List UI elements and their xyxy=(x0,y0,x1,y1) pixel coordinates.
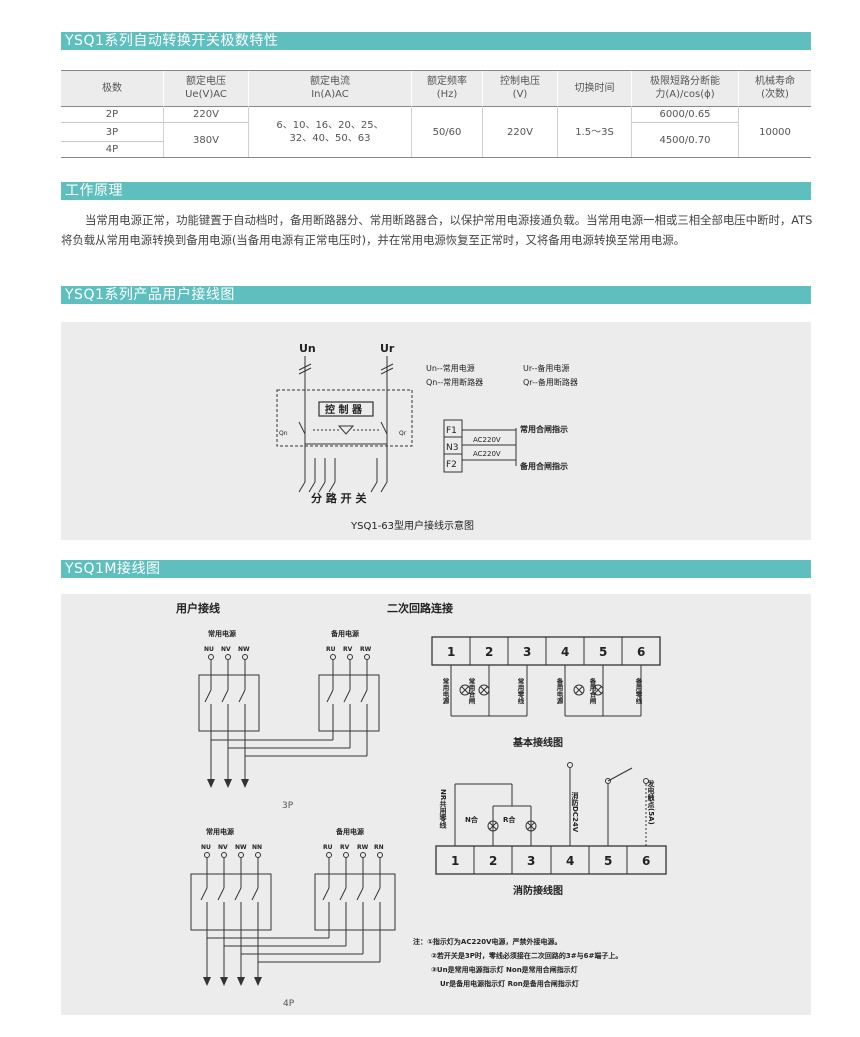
header-control-voltage: 控制电压 (V) xyxy=(483,70,557,106)
basic-term-4: 4 xyxy=(561,645,569,659)
basic-term-3: 3 xyxy=(523,645,531,659)
fire-term-6: 6 xyxy=(642,854,650,868)
p3-term-nu: NU xyxy=(204,646,214,653)
p3-normal-power-label: 常用电源 xyxy=(208,629,236,638)
fire-term-1: 1 xyxy=(451,854,459,868)
p3-term-nv: NV xyxy=(221,646,231,653)
p4-label: 4P xyxy=(283,999,295,1009)
note-2: ②若开关是3P时，零线必须接在二次回路的3#与6#端子上。 xyxy=(431,951,622,960)
ac220v-2: AC220V xyxy=(473,450,501,458)
header-switch-time: 切换时间 xyxy=(558,70,631,106)
qn-label: Qn xyxy=(279,430,288,437)
p4-term-nn: NN xyxy=(252,844,262,851)
basic-term-2: 2 xyxy=(485,645,493,659)
fire-generator-contact: 发电触点(5A) xyxy=(647,779,656,825)
ysq1-wiring-diagram: Un Ur 控 制 器 Qn Qr 分 路 开 关 Un--常用电源 Ur--备… xyxy=(276,342,578,532)
legend-ur: Ur--备用电源 xyxy=(523,363,569,373)
p4-term-nv: NV xyxy=(218,844,228,851)
ac220v-1: AC220V xyxy=(473,436,501,444)
controller-label: 控 制 器 xyxy=(325,403,363,416)
ysq1m-diagram-panel: 用户接线 二次回路连接 常用电源 备用电源 NU NV NW RU RV RW … xyxy=(61,594,811,1015)
principle-section-title: 工作原理 xyxy=(61,182,811,200)
p4-term-ru: RU xyxy=(323,844,333,851)
current-values: 6、10、16、20、25、 32、40、50、63 xyxy=(276,120,384,144)
note-1: 注：①指示灯为AC220V电源，严禁外接电源。 xyxy=(413,937,562,946)
legend-qn: Qn--常用断路器 xyxy=(426,377,483,387)
life-value: 10000 xyxy=(759,126,791,138)
terminal-f1: F1 xyxy=(446,426,457,436)
header-frequency: 额定频率 (Hz) xyxy=(412,70,482,106)
ur-label: Ur xyxy=(380,342,395,355)
p3-term-nw: NW xyxy=(238,646,250,653)
ysq1-caption: YSQ1-63型用户接线示意图 xyxy=(350,519,474,532)
principle-paragraph: 当常用电源正常，功能键置于自动档时，备用断路器分、常用断路器合，以保护常用电源接… xyxy=(61,213,813,247)
header-voltage: 额定电压 Ue(V)AC xyxy=(164,70,248,106)
fire-caption: 消防接线图 xyxy=(513,884,563,897)
p3-backup-power-label: 备用电源 xyxy=(330,629,359,638)
normal-close-indicator: 常用合闸指示 xyxy=(520,424,568,434)
basic-label-normal-power: 常用电源 xyxy=(441,677,450,706)
header-poles: 极数 xyxy=(61,70,163,106)
p4-term-rn: RN xyxy=(374,844,384,851)
spec-section-title: YSQ1系列自动转换开关极数特性 xyxy=(61,32,811,50)
p3-label: 3P xyxy=(282,801,294,811)
basic-label-normal-close: 常用合闸 xyxy=(467,677,476,706)
pole-3p: 3P xyxy=(105,126,119,138)
branch-switch-label: 分 路 开 关 xyxy=(311,491,367,505)
p3-term-rv: RV xyxy=(343,646,353,653)
basic-term-5: 5 xyxy=(599,645,607,659)
frequency-value: 50/60 xyxy=(432,126,462,138)
fire-r-close: R合 xyxy=(503,815,516,824)
basic-label-normal-neutral: 常用零线 xyxy=(516,677,525,706)
legend-un: Un--常用电源 xyxy=(426,363,475,373)
p4-term-rw: RW xyxy=(357,844,369,851)
p4-backup-power-label: 备用电源 xyxy=(335,827,364,836)
basic-term-6: 6 xyxy=(637,645,645,659)
fire-n-close: N合 xyxy=(465,815,479,824)
ysq1m-wiring-section-title: YSQ1M接线图 xyxy=(61,560,811,578)
switch-time-value: 1.5～3S xyxy=(575,126,614,138)
header-breaking: 极限短路分断能 力(A)/cos(ϕ) xyxy=(632,70,738,106)
pole-2p: 2P xyxy=(105,109,119,120)
basic-label-backup-neutral: 备用零线 xyxy=(634,677,643,706)
p3-term-ru: RU xyxy=(326,646,336,653)
basic-term-1: 1 xyxy=(447,645,455,659)
fire-term-3: 3 xyxy=(527,854,535,868)
fire-term-2: 2 xyxy=(489,854,497,868)
p4-term-rv: RV xyxy=(340,844,350,851)
ysq1-wiring-section-title: YSQ1系列产品用户接线图 xyxy=(61,286,811,304)
basic-label-backup-power: 备用电源 xyxy=(555,677,564,706)
terminal-f2: F2 xyxy=(446,460,457,470)
un-label: Un xyxy=(299,342,316,355)
voltage-2p: 220V xyxy=(193,109,219,120)
p3-term-rw: RW xyxy=(360,646,372,653)
breaking-2p: 6000/0.65 xyxy=(659,109,711,120)
pole-4p: 4P xyxy=(105,144,119,155)
header-current: 额定电流 In(A)AC xyxy=(249,70,411,106)
voltage-34p: 380V xyxy=(193,134,219,146)
fire-nr-neutral: NR共用零线 xyxy=(439,789,448,829)
header-life: 机械寿命 (次数) xyxy=(739,70,811,106)
fire-term-4: 4 xyxy=(566,854,574,868)
ysq1m-wiring-diagram: 用户接线 二次回路连接 常用电源 备用电源 NU NV NW RU RV RW … xyxy=(176,601,667,1009)
qr-label: Qr xyxy=(399,430,407,437)
user-wiring-title: 用户接线 xyxy=(176,601,220,615)
fire-dc24v: 消防DC24V xyxy=(571,791,579,833)
p4-normal-power-label: 常用电源 xyxy=(206,827,234,836)
breaking-34p: 4500/0.70 xyxy=(659,134,711,146)
legend-qr: Qr--备用断路器 xyxy=(523,377,578,387)
backup-close-indicator: 备用合闸指示 xyxy=(519,461,568,471)
control-voltage-value: 220V xyxy=(507,126,533,138)
basic-label-backup-close: 备用合闸 xyxy=(588,677,597,706)
p4-term-nu: NU xyxy=(201,844,211,851)
ysq1-diagram-panel: Un Ur 控 制 器 Qn Qr 分 路 开 关 Un--常用电源 Ur--备… xyxy=(61,322,811,540)
basic-caption: 基本接线图 xyxy=(512,736,563,749)
fire-term-5: 5 xyxy=(604,854,612,868)
secondary-title: 二次回路连接 xyxy=(387,601,453,615)
terminal-n3: N3 xyxy=(446,443,458,453)
note-4: Ur是备用电源指示灯 Ron是备用合闸指示灯 xyxy=(440,979,579,988)
note-3: ③Un是常用电源指示灯 Non是常用合闸指示灯 xyxy=(431,965,578,974)
p4-term-nw: NW xyxy=(235,844,247,851)
